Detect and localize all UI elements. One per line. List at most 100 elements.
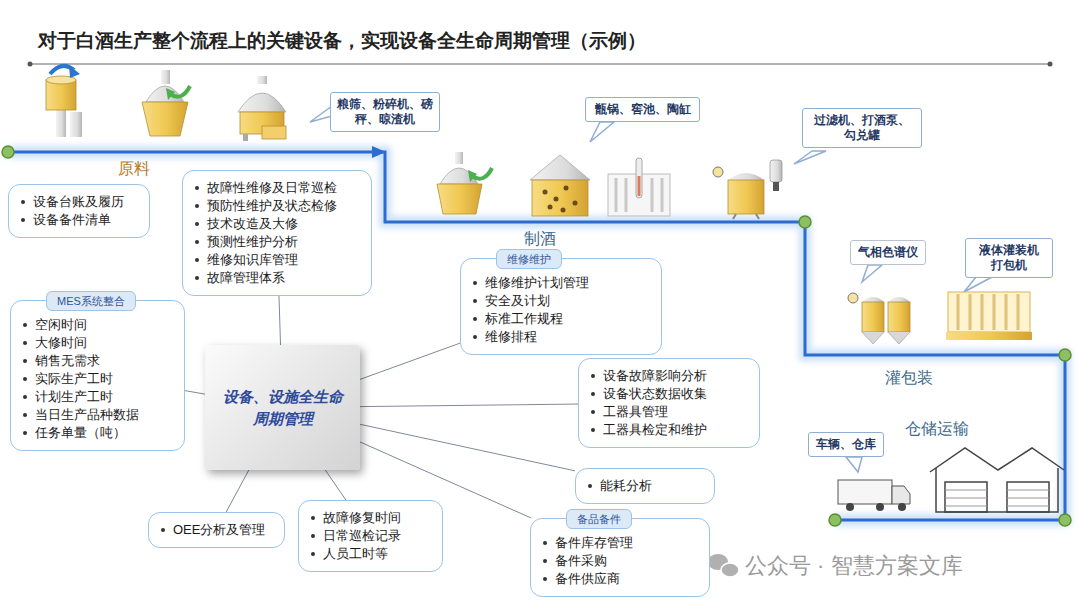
- list-item-text: 销售无需求: [35, 352, 100, 370]
- steamer-icon: [455, 152, 463, 164]
- list-item-text: 当日生产品种数据: [35, 406, 139, 424]
- list-item: 设备备件清单: [19, 211, 141, 229]
- list-item-text: OEE分析及管理: [173, 521, 265, 539]
- filling-machine-icon: [958, 294, 1018, 330]
- title-rule: [28, 62, 33, 67]
- list-item: 日常巡检记录: [309, 527, 434, 545]
- list-item: 销售无需求: [21, 352, 176, 370]
- list-item: 安全及计划: [471, 292, 653, 310]
- list-item: 计划生产工时: [21, 388, 176, 406]
- list-item: 备件供应商: [541, 570, 701, 588]
- cellar-pit-icon: [530, 155, 590, 180]
- cellar-pit-icon: [543, 190, 548, 195]
- list-item: 空闲时间: [21, 316, 176, 334]
- raw-material-bin-icon: [56, 110, 66, 137]
- list-item: 工器具检定和维护: [589, 421, 751, 439]
- mindmap-connector: [226, 470, 249, 512]
- title-rule: [28, 62, 1053, 67]
- mindmap-connector: [279, 296, 281, 345]
- callout-tail: [310, 106, 992, 472]
- filling-machine-icon: [946, 292, 1032, 340]
- bullet-dot: [195, 240, 199, 244]
- list-item-text: 安全及计划: [485, 292, 550, 310]
- process-flow-line: [2, 146, 1071, 526]
- list-item-text: 备件库存管理: [555, 534, 633, 552]
- title-rule: [1048, 62, 1053, 67]
- steamer-icon: [437, 152, 492, 214]
- process-flow-line: [372, 146, 386, 158]
- bullet-dot: [23, 413, 27, 417]
- raw-material-bin-icon: [46, 65, 82, 137]
- list-item: 维修排程: [471, 328, 653, 346]
- list-item: 人员工时等: [309, 545, 434, 563]
- chromatograph-icon: [848, 293, 858, 303]
- steamer-icon: [437, 184, 482, 214]
- pottery-jar-rack-icon: [661, 178, 664, 212]
- bullet-dot: [21, 200, 25, 204]
- warehouse-icon: [945, 506, 987, 507]
- topic-box: 能耗分析: [575, 468, 715, 504]
- list-item: 实际生产工时: [21, 370, 176, 388]
- equipment-callout: 甑锅、窖池、陶缸: [585, 97, 700, 122]
- box-heading-tab: 维修维护: [496, 249, 562, 269]
- list-item: OEE分析及管理: [159, 521, 276, 539]
- topic-box: 故障性维修及日常巡检预防性维护及状态检修技术改造及大修预测性维护分析维修知识库管…: [182, 170, 372, 296]
- list-item-text: 人员工时等: [323, 545, 388, 563]
- raw-material-bin-icon: [70, 112, 82, 137]
- list-item-text: 任务单量（吨）: [35, 424, 126, 442]
- cellar-pit-icon: [554, 197, 559, 202]
- bullet-dot: [195, 222, 199, 226]
- topic-box: MES系统整合空闲时间大修时间销售无需求实际生产工时计划生产工时当日生产品种数据…: [10, 300, 185, 451]
- process-flow-line: [829, 514, 841, 526]
- warehouse-icon: [930, 448, 1064, 472]
- stage-label: 原料: [118, 158, 150, 180]
- bullet-dot: [543, 577, 547, 581]
- chromatograph-icon: [862, 297, 884, 302]
- crusher-icon: [166, 88, 175, 100]
- list-item: 设备状态数据收集: [589, 385, 751, 403]
- list-item-text: 能耗分析: [600, 477, 652, 495]
- warehouse-icon: [930, 448, 1064, 512]
- crusher-icon: [142, 102, 188, 136]
- bullet-dot: [311, 552, 315, 556]
- bullet-dot: [591, 374, 595, 378]
- list-item-text: 预测性维护分析: [207, 233, 298, 251]
- filling-machine-icon: [993, 294, 996, 330]
- pottery-jar-rack-icon: [625, 178, 628, 212]
- topic-box: 维修维护维修维护计划管理安全及计划标准工作规程维修排程: [460, 258, 662, 355]
- equipment-callout: 粮筛、粉碎机、磅秤、晾渣机: [330, 92, 440, 132]
- crusher-icon: [142, 70, 190, 136]
- filling-machine-icon: [946, 332, 1032, 340]
- scale-icon: [257, 76, 267, 84]
- list-item-text: 大修时间: [35, 334, 87, 352]
- mindmap-connector: [360, 424, 575, 471]
- list-item-text: 实际生产工时: [35, 370, 113, 388]
- bullet-dot: [543, 559, 547, 563]
- list-item: 工器具管理: [589, 403, 751, 421]
- bullet-dot: [23, 359, 27, 363]
- list-item-text: 备件采购: [555, 552, 607, 570]
- filling-machine-icon: [948, 292, 1030, 332]
- warehouse-icon: [945, 490, 987, 491]
- warehouse-icon: [936, 468, 1058, 512]
- pottery-jar-rack-icon: [615, 178, 618, 212]
- watermark: 公众号 · 智慧方案文库: [745, 552, 963, 580]
- list-item: 任务单量（吨）: [21, 424, 176, 442]
- list-item-text: 预防性维护及状态检修: [207, 197, 337, 215]
- scale-icon: [238, 93, 286, 112]
- callout-tail: [310, 106, 332, 122]
- callout-tail: [846, 457, 862, 472]
- topic-box: OEE分析及管理: [148, 512, 285, 548]
- bullet-dot: [591, 428, 595, 432]
- bullet-dot: [23, 323, 27, 327]
- filling-machine-icon: [957, 294, 960, 330]
- list-item: 设备故障影响分析: [589, 367, 751, 385]
- list-item-text: 计划生产工时: [35, 388, 113, 406]
- list-item-text: 维修维护计划管理: [485, 274, 589, 292]
- list-item-text: 标准工作规程: [485, 310, 563, 328]
- chromatograph-icon: [888, 302, 910, 332]
- warehouse-icon: [1007, 490, 1049, 491]
- steamer-icon: [468, 170, 477, 182]
- wechat-icon: [708, 554, 739, 577]
- equipment-callout: 液体灌装机 打包机: [965, 238, 1053, 278]
